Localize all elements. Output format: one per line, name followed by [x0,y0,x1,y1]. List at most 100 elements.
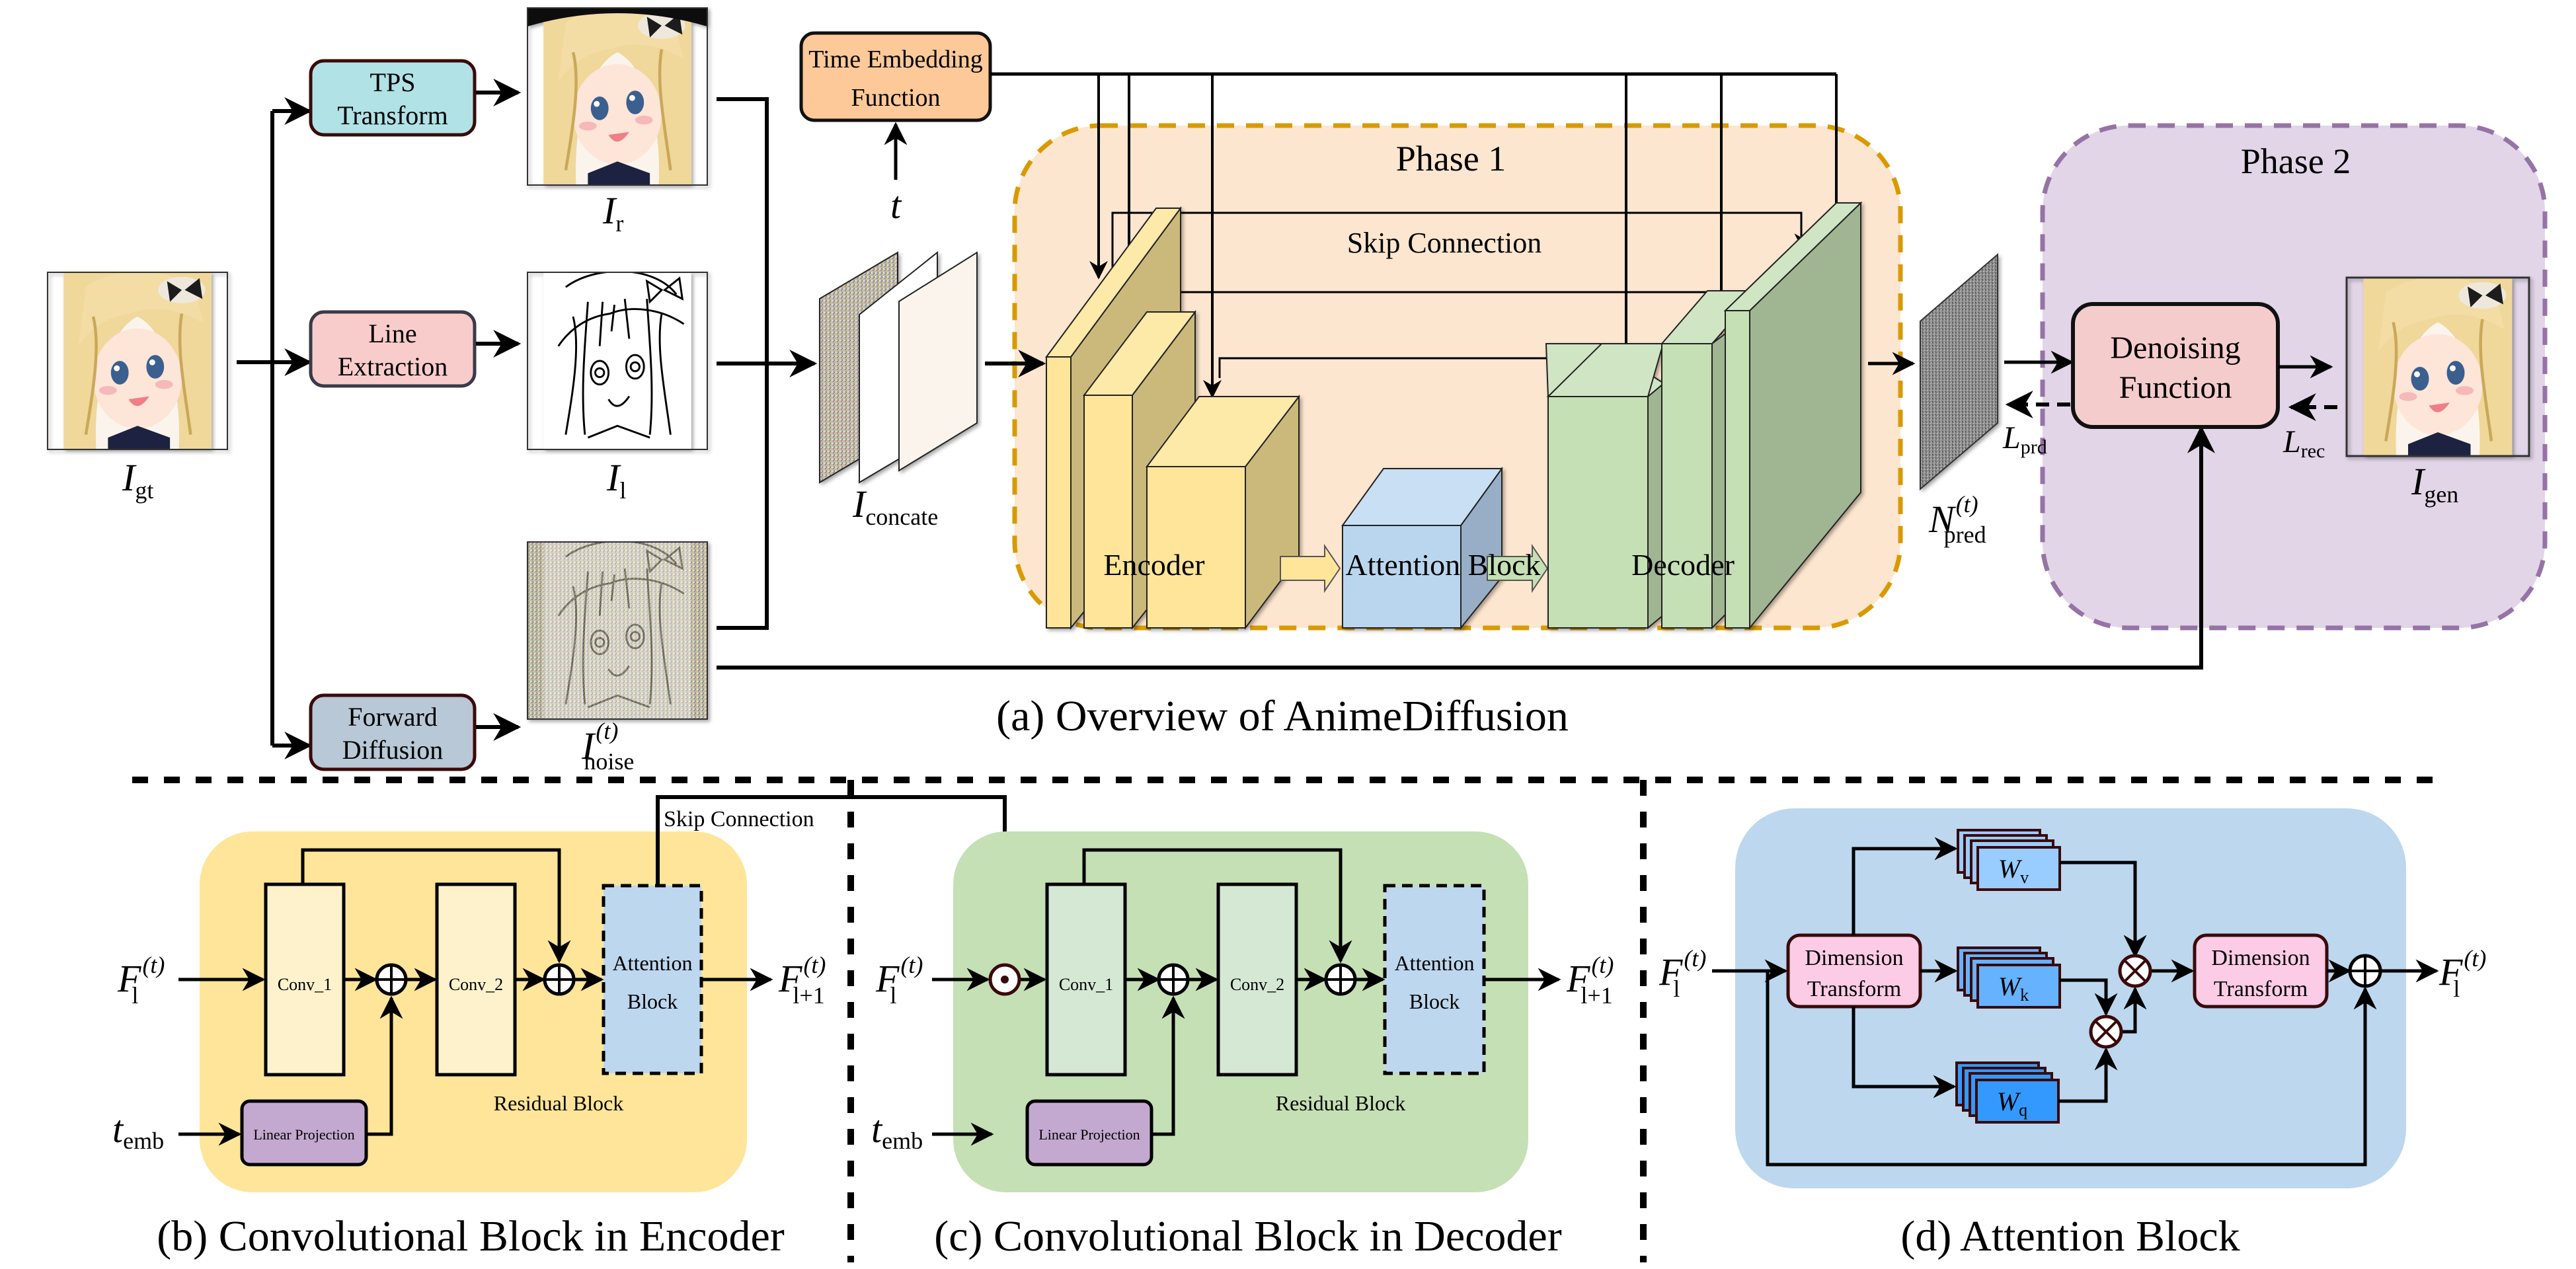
predicted-noise-image [1920,252,1998,491]
attention-input-label: F(t)l [1659,945,1706,1002]
output-image-gen [2345,276,2530,457]
svg-text:Denoising: Denoising [2110,330,2240,365]
concat-image-stack [819,250,978,484]
image-i-l [527,272,708,450]
decoder-add-2 [1324,963,1357,996]
encoder-temb-label: temb [112,1108,164,1154]
decoder-attention-box [1383,884,1486,1075]
encoder-output-label: F(t)l+1 [778,952,826,1009]
section-dividers [132,777,2433,1262]
encoder-conv2-box [435,882,517,1077]
attention-cube [1341,466,1503,630]
time-embedding-box: Time Embedding Function [799,31,992,122]
weight-stack-k: Wk [1957,946,2061,1009]
svg-text:Transform: Transform [1807,977,1901,1001]
attention-connectors [1712,837,2439,1167]
svg-text:Time Embedding: Time Embedding [808,46,983,73]
decoder-attention-label-1: Attention [1395,951,1475,975]
attention-to-decoder-arrow [1487,543,1549,594]
attention-dim-transform-1: Dimension Transform [1786,933,1922,1009]
caption-a: (a) Overview of AnimeDiffusion [996,692,1569,740]
attention-output-label: F(t)l [2439,945,2486,1002]
svg-text:Encoder: Encoder [1103,548,1204,582]
decoder-temb-label: temb [871,1108,923,1154]
encoder-to-attention-arrow [1280,543,1341,594]
decoder-attention-label-2: Block [1409,989,1460,1013]
decoder-output-label: F(t)l+1 [1566,952,1614,1009]
svg-text:Dimension: Dimension [2211,946,2310,970]
encoder-linear-projection-label: Linear Projection [253,1126,354,1143]
attention-add [2348,954,2382,988]
label-l-prd: Lprd [2002,420,2047,458]
encoder-decoder-labels: Encoder Attention Block Decoder [1103,548,1735,582]
encoder-input-label: F(t)l [117,952,165,1009]
svg-text:Forward: Forward [348,702,438,732]
svg-text:Function: Function [851,84,940,112]
label-i-l: Il [606,456,626,504]
svg-text:Function: Function [2119,370,2232,405]
decoder-residual-label: Residual Block [1276,1091,1405,1115]
attention-multiply-2 [2089,1015,2123,1049]
label-i-concate: Iconcate [852,482,938,530]
encoder-add-2 [543,963,576,996]
svg-text:Transform: Transform [337,100,448,130]
svg-text:Dimension: Dimension [1805,946,1903,970]
encoder-skip-connection-label: Skip Connection [664,807,814,831]
decoder-conv1-label: Conv_1 [1059,975,1113,994]
denoising-function-box: Denoising Function [2071,302,2280,429]
svg-text:Attention Block: Attention Block [1345,548,1540,582]
weight-stack-v: Wv [1957,829,2061,891]
line-extraction-box: Line Extraction [309,310,477,388]
svg-text:Wk: Wk [1998,972,2029,1005]
label-i-gt: Igt [122,456,153,504]
caption-d: (d) Attention Block [1900,1212,2240,1260]
phase1-title: Phase 1 [1396,139,1506,178]
caption-b: (b) Convolutional Block in Encoder [157,1212,785,1260]
svg-text:Decoder: Decoder [1631,548,1735,582]
encoder-attention-label-2: Block [627,989,678,1013]
branch-connectors [237,97,313,759]
encoder-add-1 [375,963,408,996]
label-n-pred: N(t)pred [1928,491,1986,548]
svg-text:Wv: Wv [1998,854,2029,887]
svg-text:Line: Line [368,319,416,348]
label-i-gen: Igen [2411,460,2458,508]
caption-c: (c) Convolutional Block in Decoder [934,1212,1561,1260]
input-image-gt [47,272,228,450]
label-t: t [890,184,902,227]
skip-connection-label: Skip Connection [1347,227,1542,259]
label-i-r: Ir [602,189,623,237]
encoder-residual-label: Residual Block [494,1091,623,1115]
image-i-r [527,7,708,186]
image-i-noise [527,541,708,720]
attention-block-panel [1735,808,2406,1188]
box-to-image-arrows [476,79,522,741]
svg-text:TPS: TPS [370,67,416,97]
decoder-linear-projection-label: Linear Projection [1038,1126,1140,1143]
attention-multiply-1 [2118,954,2152,988]
decoder-add-1 [1157,963,1190,996]
svg-text:Extraction: Extraction [338,352,448,381]
svg-text:Diffusion: Diffusion [342,735,444,765]
label-l-rec: Lrec [2283,424,2325,462]
encoder-linear-projection-box [240,1099,368,1167]
encoder-connectors [178,848,773,1146]
svg-text:Transform: Transform [2214,977,2308,1001]
weight-stack-q: Wq [1955,1061,2060,1124]
tps-transform-box: TPS Transform [309,59,477,137]
attention-dim-transform-2: Dimension Transform [2193,933,2329,1009]
phase2-region [2040,123,2548,631]
encoder-conv1-label: Conv_1 [278,975,332,994]
forward-diffusion-box: Forward Diffusion [309,693,477,771]
label-i-noise: I(t)noise [581,718,634,775]
svg-text:Wq: Wq [1997,1087,2027,1120]
decoder-conv2-label: Conv_2 [1230,975,1284,994]
merge-connectors [717,97,2215,670]
decoder-linear-projection-box [1025,1099,1153,1167]
decoder-blocks [1545,201,1863,630]
decoder-input-label: F(t)l [875,952,923,1009]
encoder-attention-box [602,884,703,1075]
decoder-hadamard-product [988,963,1021,996]
encoder-attention-label-1: Attention [613,951,693,975]
